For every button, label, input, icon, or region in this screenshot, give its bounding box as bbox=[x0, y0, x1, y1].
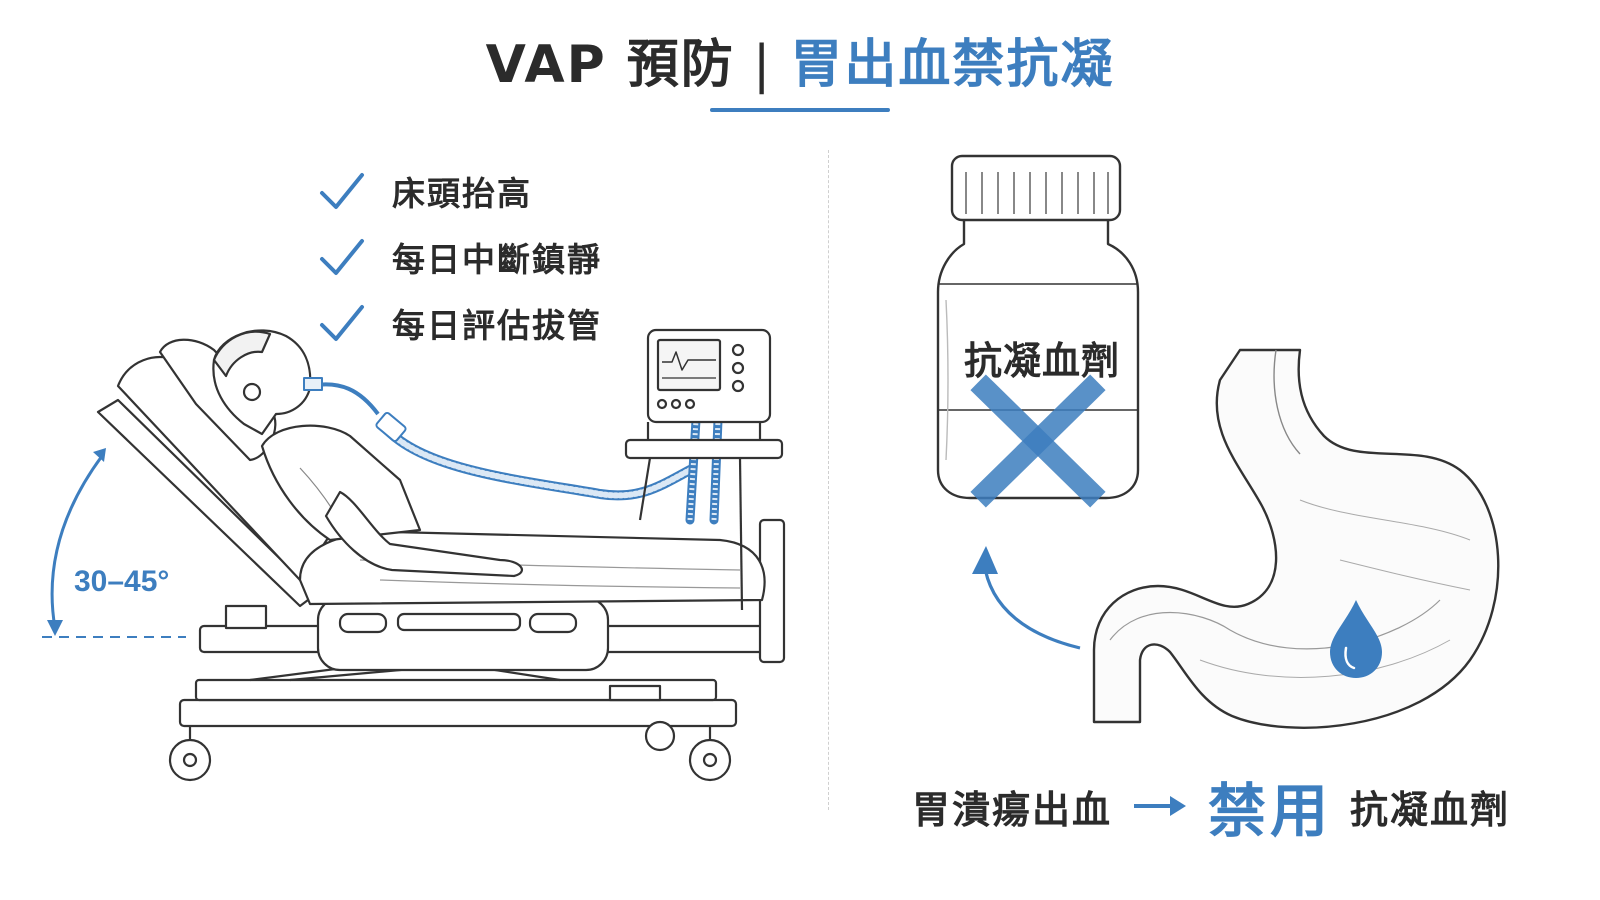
checklist-item: 床頭抬高 bbox=[318, 158, 602, 224]
bottle-label: 抗凝血劑 bbox=[963, 339, 1120, 383]
arrowhead-icon bbox=[47, 620, 63, 636]
checklist-text: 每日中斷鎮靜 bbox=[392, 240, 602, 279]
bed-wheel bbox=[168, 726, 212, 782]
vap-checklist: 床頭抬高 每日中斷鎮靜 每日評估拔管 bbox=[318, 158, 602, 356]
contraindication-caption: 胃潰瘍出血 禁用 抗凝血劑 bbox=[912, 764, 1510, 848]
ventilator bbox=[624, 328, 784, 611]
head-elevation-angle-indicator bbox=[42, 448, 186, 638]
check-icon bbox=[320, 305, 364, 341]
title-gi-bleed-anticoag: 胃出血禁抗凝 bbox=[790, 35, 1115, 95]
caption-ban: 禁用 bbox=[1208, 777, 1333, 845]
check-icon bbox=[320, 173, 364, 209]
blood-drop-icon bbox=[1330, 600, 1382, 678]
title-vap-prevention: VAP 預防 bbox=[485, 35, 735, 95]
x-mark-icon bbox=[970, 374, 1106, 508]
bed-wheel bbox=[688, 726, 732, 782]
title-underline bbox=[710, 108, 890, 112]
checklist-text: 每日評估拔管 bbox=[392, 306, 602, 345]
anticoagulant-bottle bbox=[936, 154, 1140, 500]
elevation-angle-label: 30–45° bbox=[74, 565, 170, 598]
panel-divider bbox=[828, 150, 829, 810]
caption-cause: 胃潰瘍出血 bbox=[912, 787, 1113, 832]
checklist-text: 床頭抬高 bbox=[392, 174, 532, 213]
page-title: VAP 預防 | 胃出血禁抗凝 bbox=[0, 22, 1600, 97]
stomach-illustration bbox=[1092, 348, 1500, 729]
bottle-cap bbox=[950, 154, 1122, 222]
title-separator: | bbox=[752, 35, 773, 95]
ventilator-tubing bbox=[375, 411, 723, 525]
checklist-item: 每日中斷鎮靜 bbox=[318, 224, 602, 290]
caption-drug: 抗凝血劑 bbox=[1350, 787, 1511, 832]
hospital-bed bbox=[96, 338, 786, 782]
patient bbox=[212, 329, 523, 578]
bed-wheel bbox=[644, 720, 676, 752]
arrowhead-icon bbox=[93, 448, 106, 462]
curved-arrow-icon bbox=[972, 546, 1081, 650]
check-icon bbox=[320, 239, 364, 275]
checklist-item: 每日評估拔管 bbox=[318, 290, 602, 356]
arrow-right-icon bbox=[1134, 796, 1187, 816]
